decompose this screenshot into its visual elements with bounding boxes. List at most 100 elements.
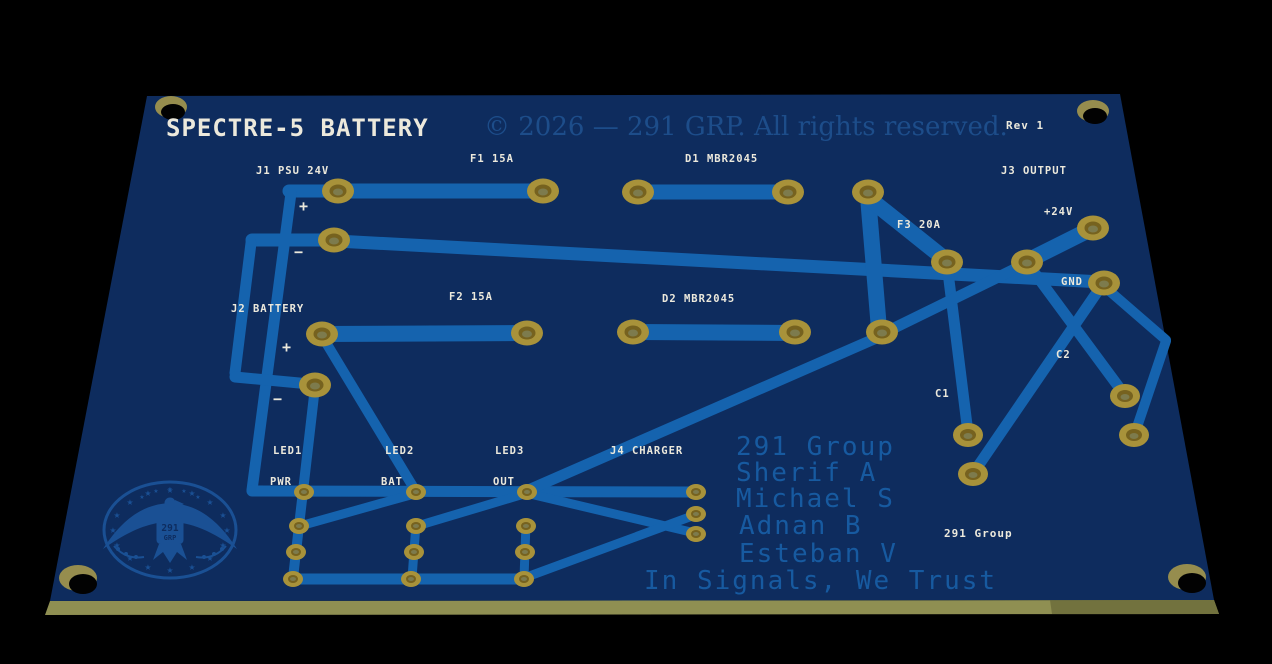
copper-text-line: Esteban V: [739, 539, 898, 569]
svg-text:★: ★: [195, 494, 200, 501]
svg-text:★: ★: [113, 541, 120, 550]
trace-segment: [229, 237, 257, 379]
svg-text:★: ★: [144, 563, 151, 572]
trace-segment: [625, 324, 803, 341]
pad: [931, 249, 963, 275]
trace-segment: [1101, 283, 1171, 345]
trace-segment: [941, 258, 974, 439]
pad: [1110, 384, 1140, 408]
silkscreen-label-led1: LED1: [273, 445, 303, 457]
silkscreen-label-d1: D1 MBR2045: [685, 153, 759, 165]
copper-text-line: Adnan B: [739, 511, 863, 541]
pad: [406, 518, 426, 534]
pad: [866, 319, 898, 345]
trace-segment: [860, 189, 887, 337]
seal-star-ring: ★★★ ★★★ ★★★ ★★★ ★★★ ★: [109, 486, 230, 575]
pad: [1011, 249, 1043, 275]
trace-segment: [317, 331, 420, 495]
pad: [404, 544, 424, 560]
pad: [515, 544, 535, 560]
silkscreen-label-j4: J4 CHARGER: [610, 445, 684, 457]
svg-text:★: ★: [167, 486, 172, 493]
silkscreen-label-f3: F3 20A: [897, 219, 941, 231]
silkscreen-label-j2: J2 BATTERY: [231, 303, 305, 315]
silkscreen-label-gnd: GND: [1061, 276, 1083, 288]
pad: [516, 518, 536, 534]
trace-segment: [295, 489, 419, 531]
trace-segment: [329, 234, 1109, 289]
svg-text:★: ★: [144, 489, 151, 498]
trace-segment: [1130, 336, 1171, 438]
silkscreen-label-c2: C2: [1056, 349, 1071, 361]
pad: [1119, 423, 1149, 447]
trace-segment: [968, 279, 1108, 478]
eagle-seal-logo: ★★★ ★★★ ★★★ ★★★ ★★★ ★ ★★★ ★★ 291 GRP: [102, 480, 238, 580]
pad: [322, 178, 354, 204]
svg-text:★: ★: [166, 566, 173, 575]
board-title: SPECTRE-5 BATTERY: [166, 114, 429, 142]
trace-segment: [412, 489, 529, 531]
svg-text:★: ★: [206, 498, 213, 507]
pad: [286, 544, 306, 560]
pad: [852, 179, 884, 205]
svg-text:★: ★: [188, 489, 195, 498]
pad: [1088, 270, 1120, 296]
silkscreen-label-j3: J3 OUTPUT: [1001, 165, 1067, 177]
svg-text:★: ★: [139, 494, 144, 501]
pad: [1077, 215, 1109, 241]
trace-segment: [229, 371, 316, 390]
pad: [514, 571, 534, 587]
pad: [686, 506, 706, 522]
svg-text:★: ★: [219, 541, 226, 550]
pad: [306, 321, 338, 347]
svg-text:★: ★: [188, 563, 195, 572]
pad: [617, 319, 649, 345]
pad: [686, 526, 706, 542]
eagle-beak: [175, 500, 184, 507]
copyright-text: © 2026 — 291 GRP. All rights reserved.: [484, 112, 1008, 142]
seal-star-arc: ★★★ ★★: [139, 486, 200, 501]
j1-plus-mark: +: [299, 197, 309, 215]
eagle-shield: [156, 518, 184, 544]
pad: [401, 571, 421, 587]
olive-leaf: [124, 552, 128, 556]
svg-text:★: ★: [109, 526, 116, 535]
olive-leaf: [220, 547, 224, 551]
copper-text-motto: In Signals, We Trust: [644, 566, 998, 596]
svg-text:★: ★: [126, 498, 133, 507]
olive-leaf: [212, 552, 216, 556]
silkscreen-label-pwr: PWR: [270, 476, 292, 488]
olive-leaf: [202, 555, 206, 559]
mounting-holes: [59, 96, 1206, 594]
logo-suffix: GRP: [164, 534, 177, 542]
pad: [772, 179, 804, 205]
revision-label: Rev 1: [1006, 119, 1045, 132]
svg-text:★: ★: [206, 554, 213, 563]
silkscreen-label-group: 291 Group: [944, 527, 1013, 540]
silkscreen-label-j1: J1 PSU 24V: [256, 165, 330, 177]
pad: [511, 320, 543, 346]
mounting-hole: [155, 96, 187, 120]
pad: [527, 178, 559, 204]
svg-text:★: ★: [113, 511, 120, 520]
board-face: [50, 94, 1214, 601]
trace-segment: [878, 258, 1031, 339]
pad: [406, 484, 426, 500]
silkscreen-label-c1: C1: [935, 388, 950, 400]
olive-branch-right: [195, 545, 227, 559]
olive-branch-left: [113, 545, 145, 559]
eagle-wings: [103, 503, 237, 549]
pad: [958, 462, 988, 486]
copper-text-line: Michael S: [736, 484, 895, 514]
eagle-head: [164, 497, 176, 509]
silkscreen-label-led3: LED3: [495, 445, 525, 457]
pad: [283, 571, 303, 587]
trace-segment: [1022, 258, 1130, 400]
silkscreen-label-out: OUT: [493, 476, 515, 488]
pad: [289, 518, 309, 534]
mounting-hole: [1168, 564, 1206, 593]
copper-text-line: Sherif A: [736, 458, 878, 488]
trace-layer: [229, 183, 1171, 585]
